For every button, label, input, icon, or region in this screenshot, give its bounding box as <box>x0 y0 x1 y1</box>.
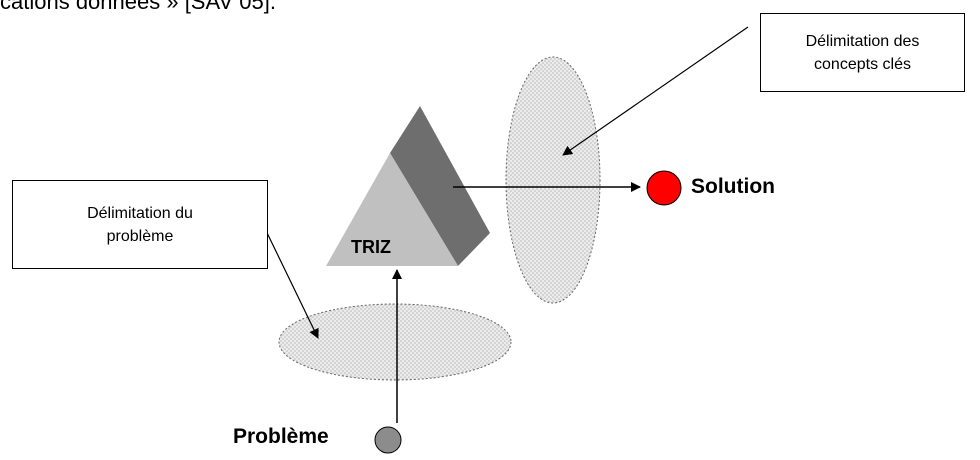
triz-prism-front <box>326 153 458 266</box>
header-text-fragment: cations données » [SAV 05]. <box>0 0 276 14</box>
concepts-box-line1: Délimitation des <box>805 32 920 50</box>
probleme-label: Problème <box>233 425 329 448</box>
concepts-box: Délimitation des concepts clés <box>760 13 965 92</box>
probleme-ellipse <box>278 303 512 381</box>
concepts-ellipse <box>505 56 601 304</box>
probleme-dot <box>374 426 402 454</box>
triz-label: TRIZ <box>351 237 391 257</box>
triz-prism-side <box>390 106 490 266</box>
solution-label: Solution <box>691 175 775 198</box>
probleme-box-line1: Délimitation du <box>87 204 193 222</box>
probleme-box: Délimitation du problème <box>12 180 268 269</box>
concepts-box-line2: concepts clés <box>814 55 911 73</box>
solution-dot <box>646 170 682 206</box>
arrow-concepts-to-ellipse <box>562 26 749 156</box>
probleme-box-line2: problème <box>106 227 174 245</box>
